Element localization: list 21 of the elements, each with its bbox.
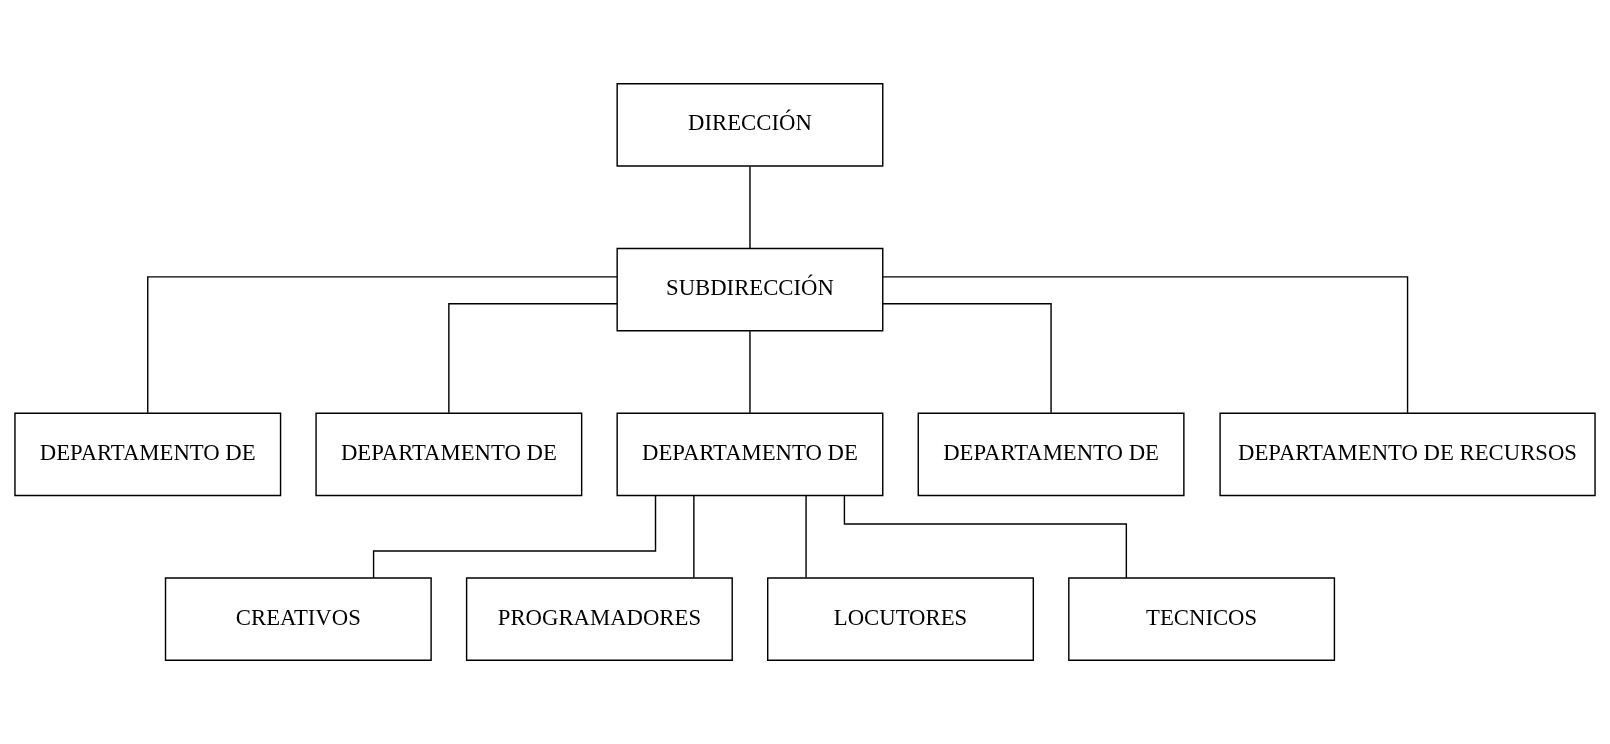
node-box: DEPARTAMENTO DE [315,412,583,497]
node-box: DEPARTAMENTO DE [616,412,884,497]
node-box: DEPARTAMENTO DE [917,412,1185,497]
connector [147,276,618,414]
connector [843,494,1128,579]
connector [749,165,751,249]
node-box: LOCUTORES [767,577,1034,662]
node-box: PROGRAMADORES [465,577,733,662]
node-box: DEPARTAMENTO DE RECURSOS [1219,412,1596,497]
node-box: SUBDIRECCIÓN [616,247,884,332]
connector [448,303,618,414]
connector [882,276,1409,414]
node-box: CREATIVOS [164,577,432,662]
connector [805,495,807,579]
connector [882,303,1052,414]
connector [372,495,657,579]
node-box: DIRECCIÓN [616,82,884,167]
connector [749,330,751,414]
connector [693,495,695,579]
node-box: DEPARTAMENTO DE [14,412,282,497]
node-box: TECNICOS [1068,577,1336,662]
